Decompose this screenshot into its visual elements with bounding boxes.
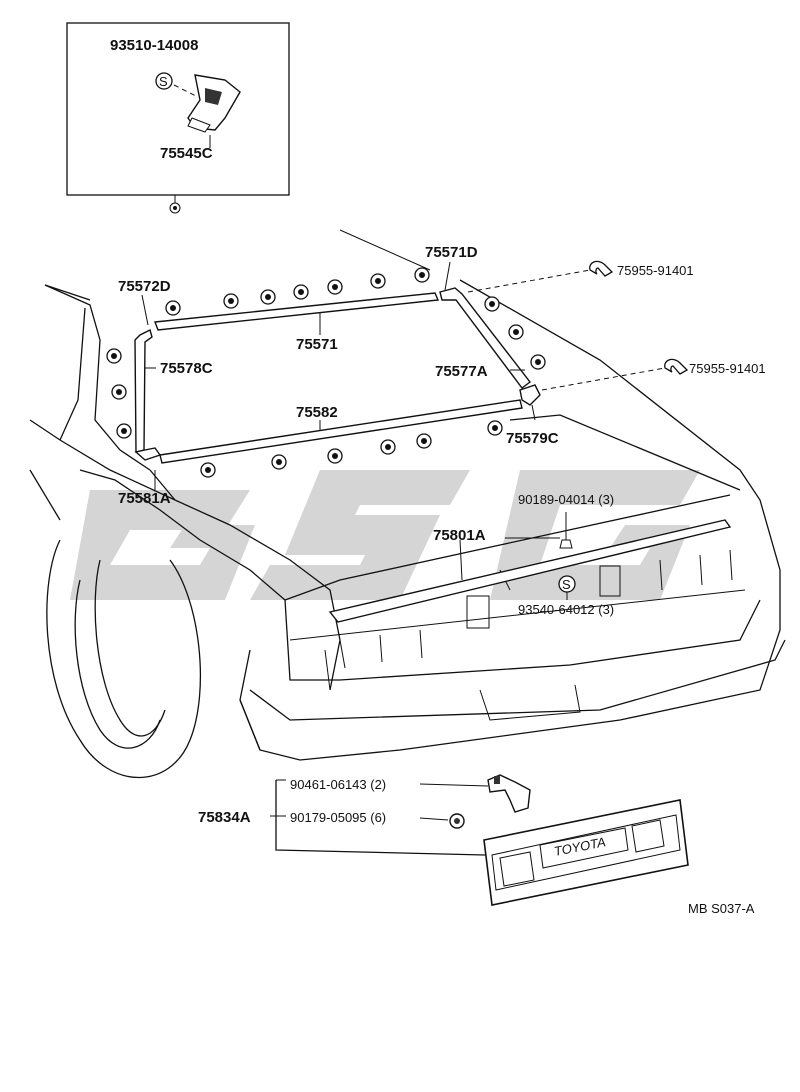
license-plate-garnish: TOYOTA xyxy=(483,799,689,906)
label-75579C: 75579C xyxy=(506,430,559,447)
hook-clip-icon xyxy=(589,260,614,277)
label-90189-04014: 90189-04014 (3) xyxy=(518,492,614,507)
nut-90179-icon xyxy=(449,813,465,829)
label-75577A: 75577A xyxy=(435,363,488,380)
label-75801A: 75801A xyxy=(433,527,486,544)
diagram-code: MB S037-A xyxy=(688,901,755,916)
label-90179-05095: 90179-05095 (6) xyxy=(290,810,386,825)
seal-symbol: S xyxy=(159,74,168,89)
window-leaders xyxy=(141,261,666,490)
clip-75545c-icon xyxy=(187,74,241,133)
label-90461-06143: 90461-06143 (2) xyxy=(290,777,386,792)
inset-box: 93510-14008 S 75545C xyxy=(66,22,290,214)
label-75571D: 75571D xyxy=(425,244,478,261)
label-75581A: 75581A xyxy=(118,490,171,507)
seal-symbol-2: S xyxy=(562,577,571,592)
car-body xyxy=(29,229,786,779)
label-93540-64012: 93540-64012 (3) xyxy=(518,602,614,617)
window-clips xyxy=(106,267,546,478)
bracket-90461-icon xyxy=(487,774,531,813)
part-labels: 75571D 75955-91401 75572D 75571 75578C 7… xyxy=(118,244,766,916)
label-75571: 75571 xyxy=(296,336,338,353)
label-75955-91401-b: 75955-91401 xyxy=(689,361,766,376)
label-75578C: 75578C xyxy=(160,360,213,377)
label-75834A: 75834A xyxy=(198,809,251,826)
rear-plate-assembly: TOYOTA xyxy=(270,774,689,906)
label-75955-91401-a: 75955-91401 xyxy=(617,263,694,278)
trunk-molding: S xyxy=(328,512,732,623)
label-75572D: 75572D xyxy=(118,278,171,295)
label-75545C: 75545C xyxy=(160,145,213,162)
label-75582: 75582 xyxy=(296,404,338,421)
window-moldings xyxy=(134,287,541,464)
hook-clip-icon-2 xyxy=(664,358,689,375)
label-93510-14008: 93510-14008 xyxy=(110,37,198,54)
